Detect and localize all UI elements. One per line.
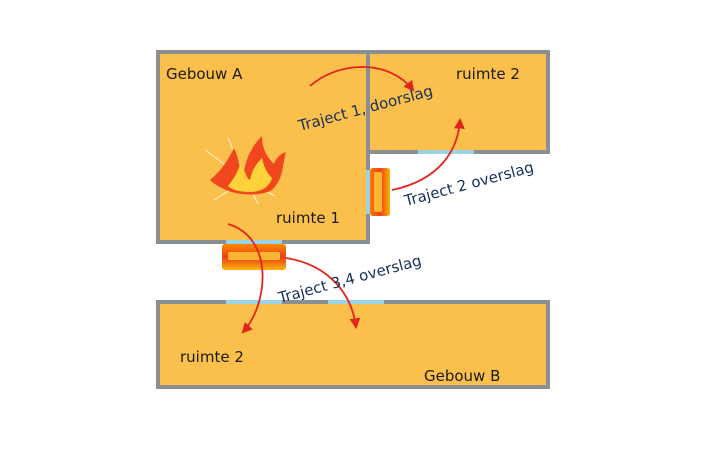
window-ruimte-1-right	[366, 170, 370, 214]
label-ruimte-1: ruimte 1	[276, 209, 340, 227]
window-ruimte-2-bottom	[418, 150, 474, 154]
label-gebouw-b: Gebouw B	[424, 367, 500, 385]
label-gebouw-a: Gebouw A	[166, 65, 243, 83]
flame-plume-icon	[222, 244, 286, 270]
arrow-traject-4	[285, 257, 361, 330]
arrow-traject-3	[227, 223, 264, 334]
flame-plume-icon	[370, 168, 390, 216]
arrow-traject-1	[309, 66, 415, 92]
label-ruimte-2-bottom: ruimte 2	[180, 348, 244, 366]
window-building-b-right	[328, 300, 384, 304]
label-traject-2: Traject 2 overslag	[401, 158, 535, 210]
window-building-b-left	[226, 300, 282, 304]
label-ruimte-2-top: ruimte 2	[456, 65, 520, 83]
arrow-traject-2	[391, 117, 465, 191]
flame-icon	[204, 136, 286, 205]
